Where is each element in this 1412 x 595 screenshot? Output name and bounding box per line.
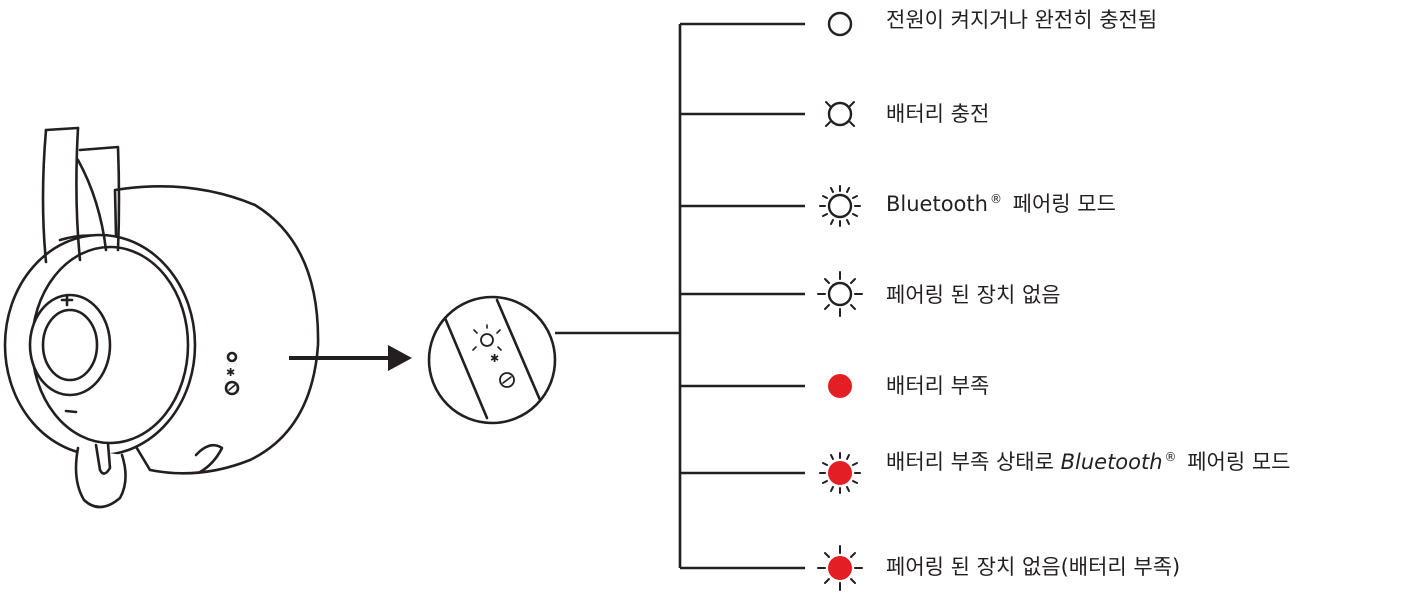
led-white	[827, 11, 853, 37]
led-ray	[849, 101, 855, 107]
legend-label-low-battery: 배터리 부족	[886, 374, 990, 398]
legend-label-no-paired-device-low-battery: 페어링 된 장치 없음(배터리 부족)	[886, 555, 1181, 579]
led-white	[827, 193, 853, 219]
power-button-icon	[499, 372, 515, 388]
led-ray	[830, 486, 834, 492]
led-ray	[852, 213, 858, 217]
legend-label-low-battery-pairing: 배터리 부족 상태로 Bluetooth® 페어링 모드	[886, 450, 1291, 474]
led-ray	[825, 121, 831, 127]
led-ray	[822, 480, 828, 484]
led-ray	[822, 462, 828, 466]
legend-label-pairing-mode: Bluetooth® 페어링 모드	[886, 192, 1116, 216]
led-ray	[846, 187, 850, 193]
indicator-red-solid	[828, 374, 852, 398]
led-ray	[850, 578, 856, 584]
indicator-white-solid	[827, 11, 853, 37]
indicator-icons	[817, 11, 863, 591]
legend-label-power-on: 전원이 켜지거나 완전히 충전됨	[886, 8, 1158, 32]
led-ray	[824, 304, 830, 310]
led-ray	[846, 486, 850, 492]
led-ray	[852, 480, 858, 484]
led-white	[827, 101, 853, 127]
led-ray	[824, 552, 830, 558]
led-ray	[846, 454, 850, 460]
led-ray	[830, 219, 834, 225]
connector-tree	[555, 22, 805, 570]
indicator-white-slow-blink	[825, 101, 855, 127]
led-rays	[472, 324, 502, 351]
led-ray	[822, 195, 828, 199]
led-ray	[850, 278, 856, 284]
indicator-white-pulse	[817, 271, 863, 317]
led-ray	[852, 462, 858, 466]
led-ray	[846, 219, 850, 225]
led-ray	[850, 304, 856, 310]
pointer-arrow	[289, 345, 412, 371]
led-red	[828, 374, 852, 398]
svg-text:✱: ✱	[490, 352, 499, 365]
headset-illustration: ✱	[3, 126, 320, 509]
legend-label-no-paired-device: 페어링 된 장치 없음	[886, 283, 1061, 307]
led-ray	[825, 101, 831, 107]
indicator-white-fast-blink	[819, 185, 861, 227]
led-ray	[824, 578, 830, 584]
zoom-detail-circle: ✱	[427, 295, 557, 425]
led-ray	[830, 187, 834, 193]
status-led	[480, 333, 494, 347]
indicator-red-pulse	[817, 545, 863, 591]
indicator-red-fast-blink	[819, 452, 861, 494]
led-ray	[822, 213, 828, 217]
led-white	[827, 281, 853, 307]
svg-text:✱: ✱	[226, 366, 235, 379]
legend-label-charging: 배터리 충전	[886, 102, 990, 126]
led-ray	[850, 552, 856, 558]
led-red	[828, 556, 852, 580]
led-ray	[824, 278, 830, 284]
led-ray	[852, 195, 858, 199]
led-red	[828, 461, 852, 485]
led-ray	[849, 121, 855, 127]
led-ray	[830, 454, 834, 460]
